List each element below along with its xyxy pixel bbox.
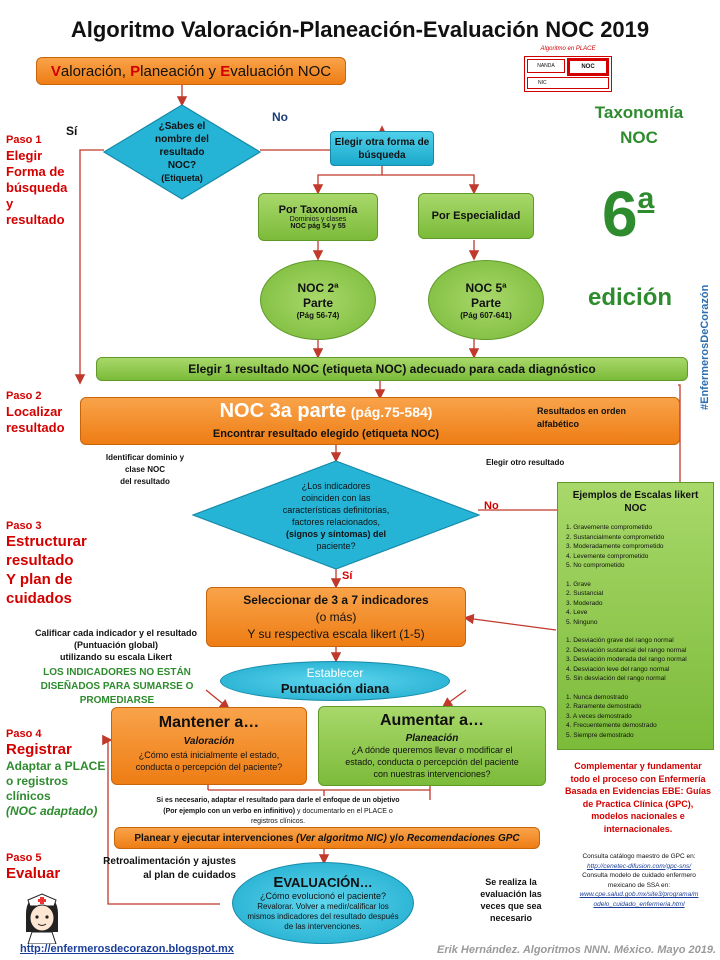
hashtag-watermark: #EnfermerosDeCorazón [699, 284, 711, 410]
complement-note: Complementar y fundamentar todo el proce… [564, 761, 712, 834]
decision-diamond-indicators: ¿Los indicadores coinciden con las carac… [192, 460, 480, 570]
likert-scale-item: 4. Levemente comprometido [566, 552, 649, 560]
likert-scale-item: 1. Grave [566, 580, 591, 588]
header-box: Valoración, Planeación y Evaluación NOC [36, 57, 346, 85]
likert-scale-item: 1. Nunca demostrado [566, 693, 629, 701]
edition-number: 6a [602, 178, 655, 250]
ssa-link-part1[interactable]: www.cpe.salud.gob.mx/site3/programa/m [579, 891, 699, 898]
likert-scale-item: 2. Desviación sustancial del rango norma… [566, 646, 687, 654]
repeat-evaluation-note: Se realiza la evaluación las veces que s… [480, 877, 542, 923]
likert-scale-item: 3. Moderado [566, 599, 603, 607]
no-label-1: No [272, 110, 288, 124]
rate-indicator-note: Calificar cada indicador y el resultado … [34, 628, 198, 662]
step-5-label: Paso 5 Evaluar [6, 852, 61, 882]
yes-label-1: Sí [66, 124, 78, 138]
likert-scale-item: 5. Ninguno [566, 618, 598, 626]
likert-scale-item: 3. A veces demostrado [566, 712, 632, 720]
likert-scale-item: 4. Leve [566, 609, 588, 616]
consult-links: Consulta catálogo maestro de GPC en: htt… [560, 852, 718, 909]
author-credit: Erik Hernández. Algoritmos NNN. México. … [437, 944, 716, 956]
likert-examples-box: Ejemplos de Escalas likert NOC 1. Gravem… [557, 482, 714, 750]
page-title: Algoritmo Valoración-Planeación-Evaluaci… [70, 17, 650, 42]
likert-scale-item: 1. Desviación grave del rango normal [566, 637, 674, 644]
blog-link[interactable]: http://enfermerosdecorazon.blogspot.mx [20, 943, 234, 955]
feedback-note: Retroalimentación y ajustes al plan de c… [103, 856, 236, 881]
likert-scale-group: 1. Grave 2. Sustancial 3. Moderado 4. Leve 5… [566, 580, 705, 628]
likert-scale-group: 1. Desviación grave del rango normal 2. D… [566, 636, 705, 684]
likert-scale-item: 5. No comprometido [566, 562, 625, 569]
step-2-label: Paso 2 Localizar resultado [6, 390, 65, 435]
select-indicators-box: Seleccionar de 3 a 7 indicadores (o más)… [206, 587, 466, 647]
maintain-box: Mantener a… Valoración ¿Cómo está inicia… [111, 707, 307, 785]
increase-box: Aumentar a… Planeación ¿A dónde queremos… [318, 706, 546, 786]
evaluation-ellipse: EVALUACIÓN… ¿Cómo evolucionó el paciente… [232, 862, 414, 944]
likert-scale-item: 4. Frecuentemente demostrado [566, 722, 657, 729]
identify-domain-note: Identificar dominio y clase NOC del resu… [105, 453, 185, 486]
choose-other-result-label: Elegir otro resultado [486, 458, 565, 467]
noc-part-5-ellipse: NOC 5ª Parte (Pág 607-641) [428, 260, 544, 340]
place-legend: Algoritmo en PLACE NANDA NOC NIC [520, 46, 616, 96]
taxonomia-label: Taxonomía NOC [594, 103, 684, 147]
likert-scale-item: 2. Sustancialmente comprometido [566, 533, 665, 541]
not-sum-warning: LOS INDICADORES NO ESTÁN DISEÑADOS PARA … [40, 667, 194, 706]
likert-scale-item: 4. Desviación leve del rango normal [566, 665, 670, 673]
plan-execute-bar: Planear y ejecutar intervenciones (Ver a… [114, 827, 540, 849]
likert-scale-item: 2. Raramente demostrado [566, 703, 642, 710]
likert-scale-item: 1. Gravemente comprometido [566, 524, 652, 531]
likert-scale-group: 1. Nunca demostrado 2. Raramente demostra… [566, 693, 705, 741]
edicion-label: edición [588, 284, 673, 311]
noc-part-2-ellipse: NOC 2ª Parte (Pág 56-74) [260, 260, 376, 340]
by-taxonomy-box: Por Taxonomía Dominios y clases NOC pág … [258, 193, 378, 241]
by-specialty-box: Por Especialidad [418, 193, 534, 239]
target-score-ellipse: Establecer Puntuación diana [220, 661, 450, 701]
decision-diamond-knows-noc: ¿Sabes el nombre del resultado NOC? (Eti… [103, 104, 261, 200]
step-3-label: Paso 3 Estructurar resultado Y plan de c… [6, 520, 87, 607]
yes-label-2: Sí [342, 570, 353, 582]
likert-scale-item: 3. Desviación moderada del rango normal [566, 656, 687, 663]
likert-scale-item: 2. Sustancial [566, 590, 604, 597]
likert-scale-item: 5. Sin desviación del rango normal [566, 675, 666, 682]
nurse-avatar [18, 892, 66, 945]
likert-scale-item: 5. Siempre demostrado [566, 731, 634, 739]
step-1-label: Paso 1 Elegir Forma de búsqueda y result… [6, 134, 68, 227]
likert-scale-group: 1. Gravemente comprometido 2. Sustancialm… [566, 523, 705, 571]
choose-other-search-box: Elegir otra forma de búsqueda [330, 131, 434, 166]
likert-scale-item: 3. Moderadamente comprometido [566, 543, 664, 550]
ssa-link-part2[interactable]: odelo_cuidado_enfermeria.html [593, 900, 685, 908]
noc-part-3-box: NOC 3a parte (pág.75-584) Encontrar resu… [80, 397, 680, 445]
choose-one-result-bar: Elegir 1 resultado NOC (etiqueta NOC) ad… [96, 357, 688, 381]
gpc-link[interactable]: http://cenetec-difusion.com/gpc-sns/ [586, 862, 692, 870]
adapt-result-note: Si es necesario, adaptar el resultado pa… [128, 796, 428, 828]
step-4-label: Paso 4 Registrar Adaptar a PLACE o regis… [6, 728, 106, 818]
no-label-2: No [484, 500, 499, 512]
